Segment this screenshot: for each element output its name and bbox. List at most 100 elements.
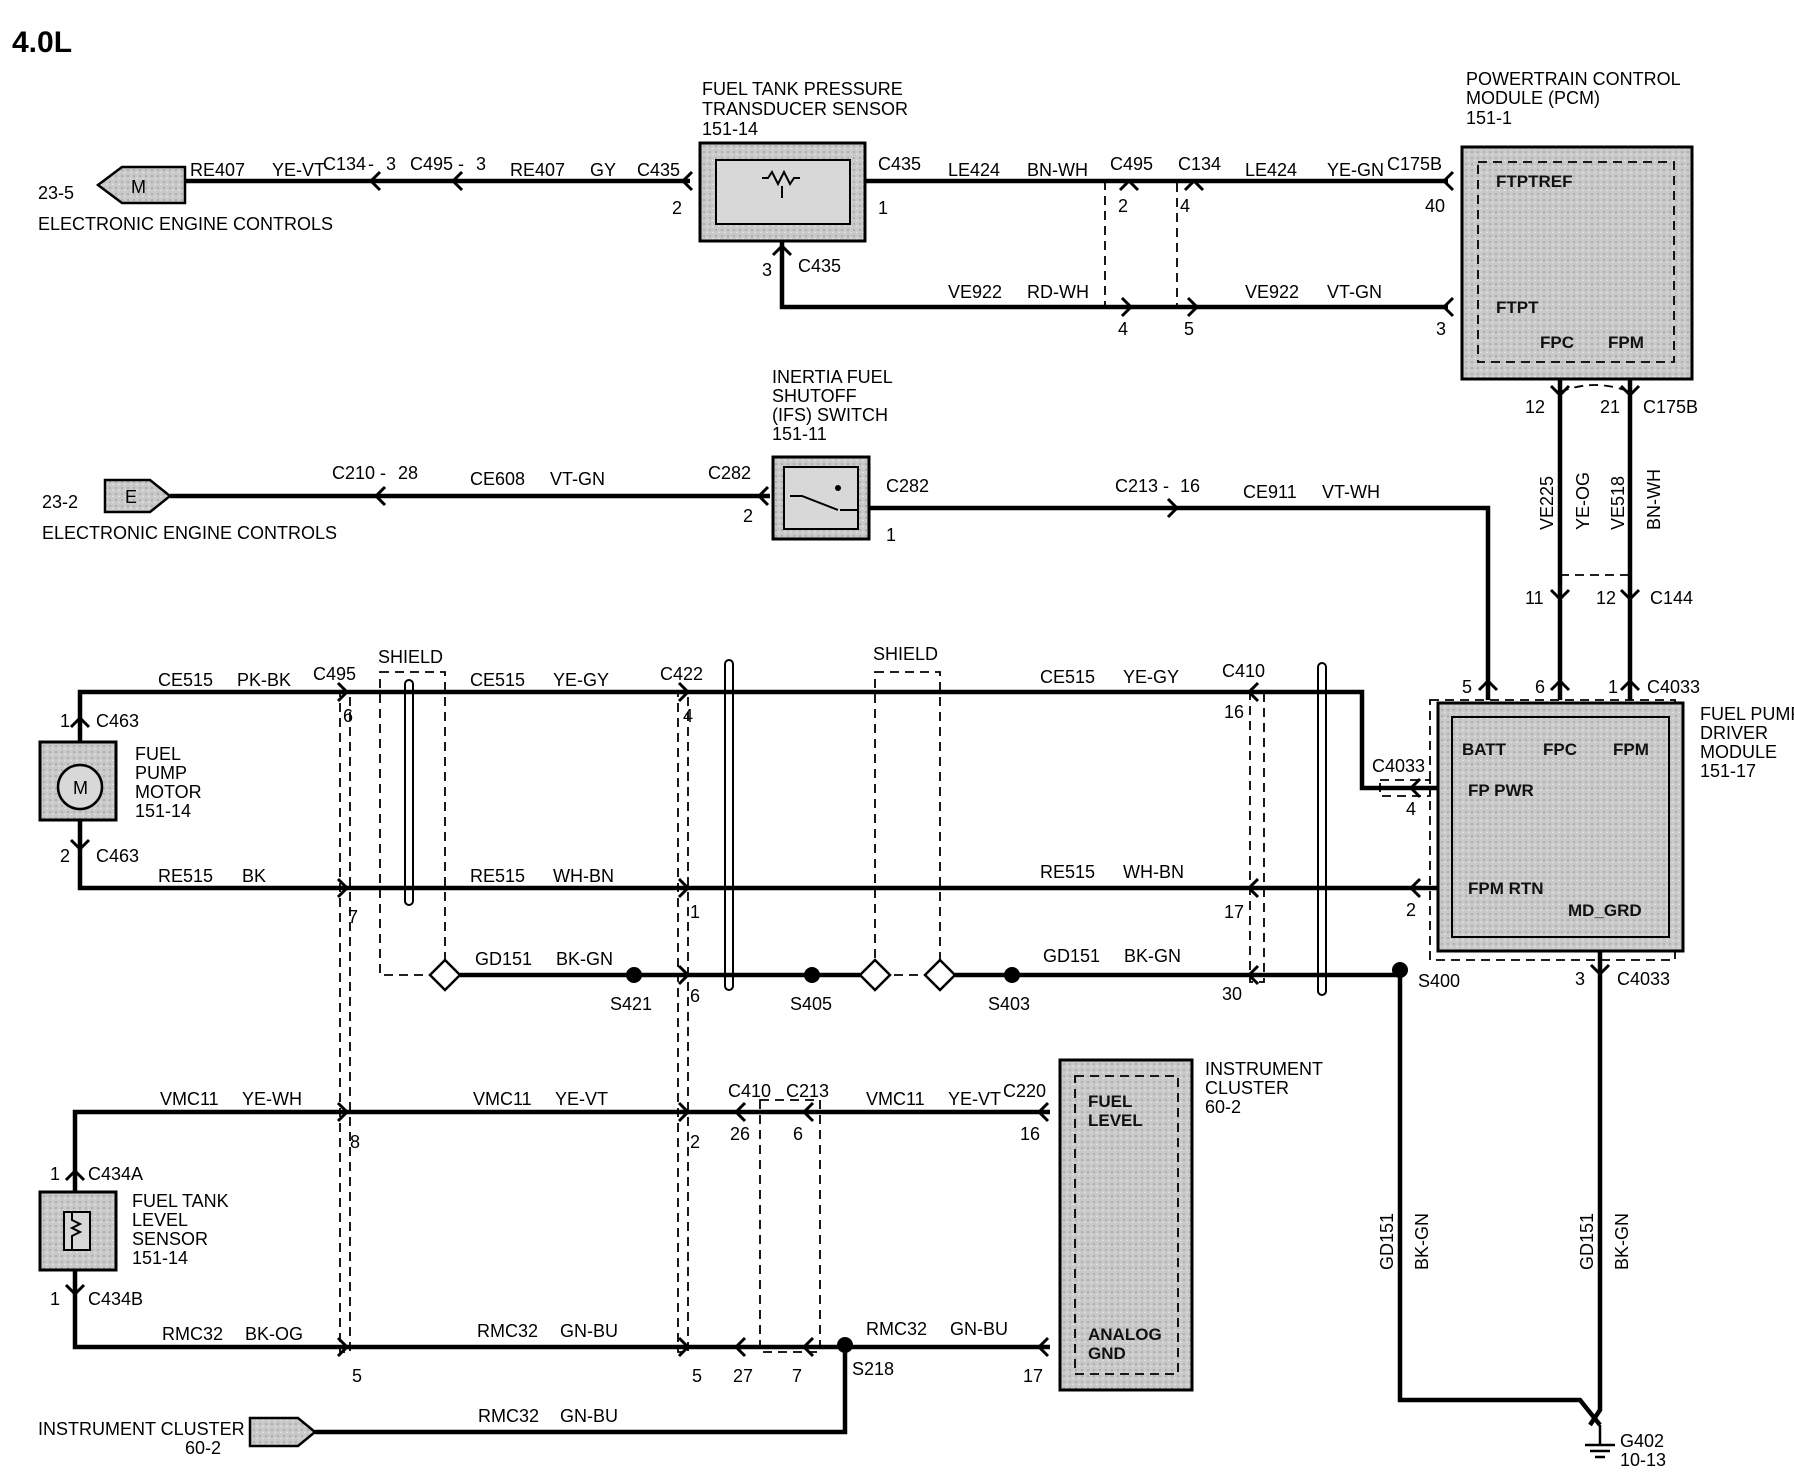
label-gd151-c: GD151 <box>1377 1213 1397 1270</box>
label-ce515-c: CE515 <box>1040 667 1095 687</box>
fpdm-pin-6: 6 <box>1535 677 1545 697</box>
c175b-c144-dashed <box>1559 384 1631 576</box>
wire-ce515 <box>77 689 1438 791</box>
label-gd151-a: GD151 <box>475 949 532 969</box>
pcm-name-1: POWERTRAIN CONTROL <box>1466 69 1681 89</box>
cluster-name-2: CLUSTER <box>1205 1078 1289 1098</box>
wire-vmc11 <box>72 1109 1050 1192</box>
pcm-module <box>1460 145 1694 381</box>
fpdm-pin-fpm-rtn: FPM RTN <box>1468 879 1544 898</box>
ground-ref: 10-13 <box>1620 1450 1666 1470</box>
pcm-pin-3: 3 <box>1436 319 1446 339</box>
label-ve518: VE518 <box>1608 476 1628 530</box>
label-c282-a: C282 <box>708 463 751 483</box>
pcm-pin-40: 40 <box>1425 196 1445 216</box>
label-c463-a: C463 <box>96 711 139 731</box>
label-ye-gy-b: YE-GY <box>1123 667 1179 687</box>
c422-pin-2: 2 <box>690 1132 700 1152</box>
ftp-pin-2: 2 <box>672 198 682 218</box>
wire-gd151-ground-left <box>1397 970 1602 1427</box>
label-ve922-a: VE922 <box>948 282 1002 302</box>
shield-label-left: SHIELD <box>378 647 443 667</box>
wire-re515-connectors <box>69 838 1422 899</box>
pump-pin-2: 2 <box>60 846 70 866</box>
shield-drain-bars <box>724 659 1327 996</box>
c495-c134-dashed-outline <box>1104 179 1178 309</box>
pcm-down-vertical-labels: VE225 YE-OG VE518 BN-WH <box>1537 469 1664 530</box>
eec1-label: ELECTRONIC ENGINE CONTROLS <box>38 214 333 234</box>
pump-name-2: PUMP <box>135 763 187 783</box>
instrument-cluster <box>1058 1058 1194 1392</box>
c410-pin-16: 16 <box>1224 702 1244 722</box>
label-c4033-b: C4033 <box>1372 756 1425 776</box>
pump-pin-1: 1 <box>60 711 70 731</box>
wire-rmc32-connectors <box>64 1283 1050 1358</box>
pcm-name-2: MODULE (PCM) <box>1466 88 1600 108</box>
label-c213-b: C213 <box>786 1081 829 1101</box>
label-ve225: VE225 <box>1537 476 1557 530</box>
pcm-down-connectors <box>1549 384 1641 692</box>
label-vmc11-a: VMC11 <box>160 1089 219 1109</box>
label-c410-a: C410 <box>1222 661 1265 681</box>
fuel-tank-level-sensor <box>38 1190 118 1272</box>
label-c434b: C434B <box>88 1289 143 1309</box>
label-c175b-a: C175B <box>1387 154 1442 174</box>
fpdm-pin3-arrow <box>1589 963 1611 977</box>
label-ye-vt: YE-VT <box>272 160 325 180</box>
label-s403: S403 <box>988 994 1030 1014</box>
page-title: 4.0L <box>12 26 72 59</box>
ftp-pin3-arrow <box>771 243 793 257</box>
level-name-2: LEVEL <box>132 1210 188 1230</box>
wire-re515 <box>77 820 1438 891</box>
label-vmc11-b: VMC11 <box>473 1089 532 1109</box>
label-ce515-a: CE515 <box>158 670 213 690</box>
label-gn-bu-a: GN-BU <box>560 1321 618 1341</box>
label-wh-bn-b: WH-BN <box>1123 862 1184 882</box>
level-name-3: SENSOR <box>132 1229 208 1249</box>
c220-pin-16: 16 <box>1020 1124 1040 1144</box>
pcm-pin-21: 21 <box>1600 397 1620 417</box>
label-re515-c: RE515 <box>1040 862 1095 882</box>
label-c4033-a: C4033 <box>1647 677 1700 697</box>
label-ye-gn: YE-GN <box>1327 160 1384 180</box>
label-c134-b: C134 <box>1178 154 1221 174</box>
ifs-switch <box>771 455 871 541</box>
label-vt-gn-b: VT-GN <box>550 469 605 489</box>
wire-gd151-ground-right <box>1588 951 1603 1427</box>
ftp-ref: 151-14 <box>702 119 758 139</box>
label-pin-3a: 3 <box>386 154 396 174</box>
fpdm-pin-fpm: FPM <box>1613 740 1649 759</box>
motor-symbol: M <box>73 778 88 798</box>
ic-link-connector <box>248 1416 317 1448</box>
fpdm-pin-md-grd: MD_GRD <box>1568 901 1642 920</box>
pump-name-1: FUEL <box>135 744 181 764</box>
c213-pin-6: 6 <box>793 1124 803 1144</box>
ftp-pin-1: 1 <box>878 198 888 218</box>
label-bk-og: BK-OG <box>245 1324 303 1344</box>
c144-pin-12: 12 <box>1596 588 1616 608</box>
c410-pin-30: 30 <box>1222 984 1242 1004</box>
c495-pin-8: 8 <box>350 1132 360 1152</box>
label-ce911: CE911 <box>1243 482 1297 502</box>
label-rmc32-d: RMC32 <box>478 1406 539 1426</box>
c495-pin-2: 2 <box>1118 196 1128 216</box>
label-re407-a: RE407 <box>190 160 245 180</box>
pcm-pin-12: 12 <box>1525 397 1545 417</box>
label-bk-gn-c: BK-GN <box>1412 1213 1432 1270</box>
c410-pin-26: 26 <box>730 1124 750 1144</box>
ifs-name-1: INERTIA FUEL <box>772 367 893 387</box>
c134-pin-5: 5 <box>1184 319 1194 339</box>
fpdm-pin-1: 1 <box>1608 677 1618 697</box>
ftp-sensor <box>698 141 867 243</box>
c422-pin-6: 6 <box>690 986 700 1006</box>
label-bn-wh-a: BN-WH <box>1027 160 1088 180</box>
label-dash-c: - <box>380 463 386 483</box>
label-gd151-b: GD151 <box>1043 946 1100 966</box>
shield-left <box>379 671 462 992</box>
eec-tag-e: E <box>125 487 137 507</box>
ifs-ref: 151-11 <box>772 424 827 444</box>
shield-right <box>858 671 957 992</box>
ifs-pin-2: 2 <box>743 506 753 526</box>
ic-link-ref: 60-2 <box>185 1438 221 1458</box>
wire-gd151-connectors <box>677 964 1260 986</box>
